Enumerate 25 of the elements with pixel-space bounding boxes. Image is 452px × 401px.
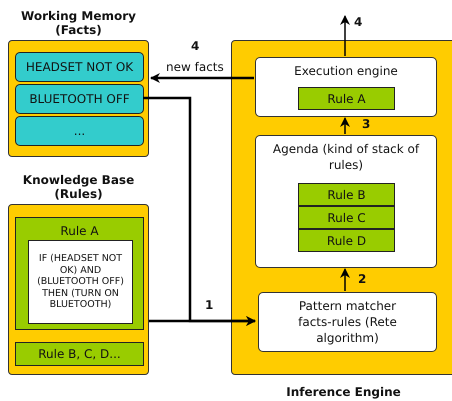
panel-heading: Working Memory (Facts) (20, 9, 137, 37)
arrow (340, 117, 350, 134)
box-title: Rule A (59, 223, 100, 239)
arrow (340, 15, 350, 56)
edge-label: 3 (362, 117, 370, 131)
edge-label: 2 (358, 272, 366, 286)
process-box (255, 57, 437, 117)
edge-label: 4 (354, 15, 362, 29)
box-title: Agenda (kind of stack of rules) (272, 141, 420, 173)
arrow (340, 268, 350, 291)
arrow (150, 73, 254, 83)
fact-box: HEADSET NOT OK (15, 52, 144, 82)
fact-box: ... (15, 116, 144, 146)
box-title: Execution engine (293, 63, 399, 79)
arrow (149, 316, 256, 326)
fact-box: BLUETOOTH OFF (15, 84, 144, 114)
edge-label: new facts (166, 60, 224, 74)
panel-heading: Knowledge Base (Rules) (22, 173, 136, 201)
edge-label: 1 (205, 298, 214, 312)
box-title: Pattern matcher facts-rules (Rete algorithm) (297, 298, 398, 347)
rule-text-box: IF (HEADSET NOT OK) AND (BLUETOOTH OFF) THEN (TURN ON BLUETOOTH) (28, 240, 133, 324)
step-number: 4 (191, 39, 200, 53)
panel-heading: Inference Engine (285, 385, 402, 399)
process-box (255, 135, 437, 268)
process-box (258, 292, 437, 352)
